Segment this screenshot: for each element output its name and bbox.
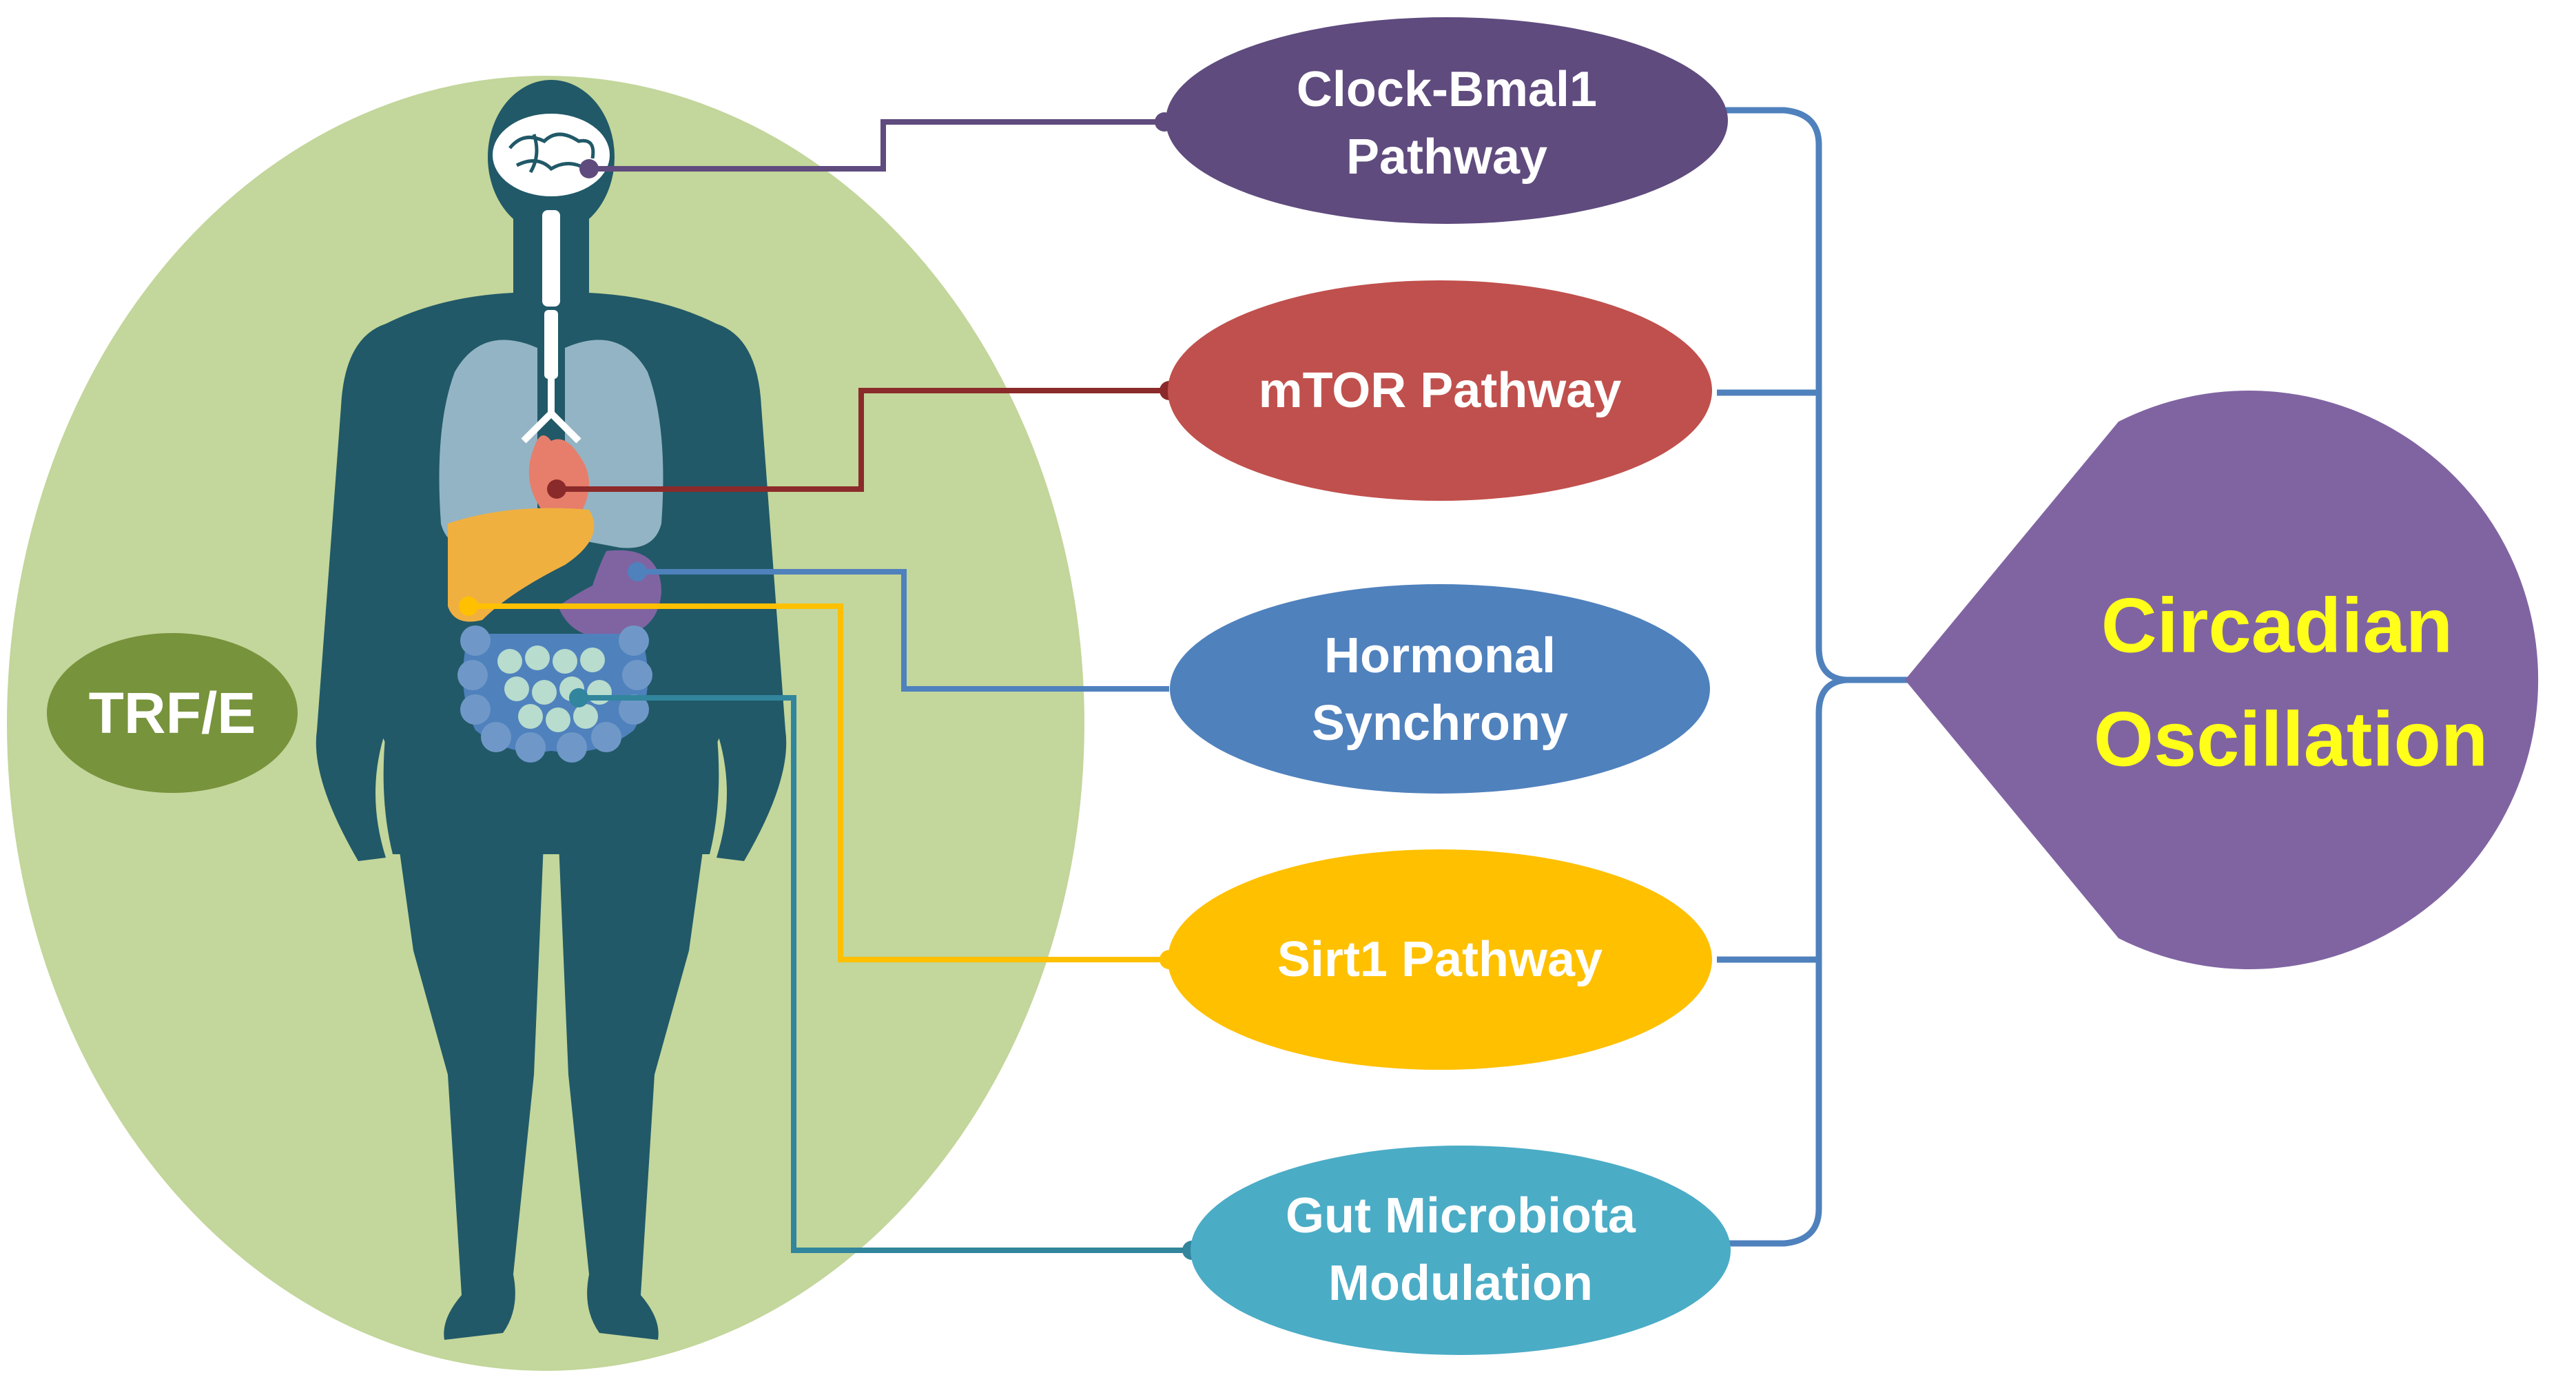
pathway-clock-bmal1: Clock-Bmal1 Pathway (1166, 17, 1728, 224)
circadian-line2: Oscillation (2094, 696, 2489, 783)
circadian-oscillation-node: Circadian Oscillation (1905, 391, 2539, 969)
connector-hormonal (637, 569, 1169, 692)
clock-bmal1-line2: Pathway (1346, 130, 1547, 185)
mtor-label: mTOR Pathway (1259, 363, 1622, 418)
liver-icon (448, 508, 595, 622)
pathway-mtor: mTOR Pathway (1168, 280, 1712, 501)
organ-connectors (468, 119, 1192, 1253)
hormonal-line2: Synchrony (1312, 696, 1568, 751)
lungs-icon (439, 340, 663, 548)
trachea-icon (521, 365, 581, 444)
sirt1-label: Sirt1 Pathway (1277, 932, 1603, 987)
gut-line1: Gut Microbiota (1286, 1188, 1636, 1243)
hormonal-line1: Hormonal (1324, 628, 1556, 683)
clock-bmal1-line1: Clock-Bmal1 (1297, 62, 1597, 117)
pathway-hormonal-synchrony: Hormonal Synchrony (1170, 584, 1710, 794)
connector-gut (579, 695, 1192, 1253)
connector-mtor (557, 388, 1169, 492)
spine-icon (542, 210, 560, 379)
trf-e-label: TRF/E (89, 681, 256, 745)
connector-sirt1 (468, 603, 1169, 962)
pathway-sirt1: Sirt1 Pathway (1168, 849, 1712, 1070)
pathways-bracket (1717, 107, 1912, 1247)
pathway-gut-microbiota: Gut Microbiota Modulation (1191, 1146, 1731, 1355)
brain-icon (493, 114, 610, 196)
gut-line2: Modulation (1328, 1256, 1593, 1311)
circadian-line1: Circadian (2101, 583, 2453, 669)
trf-e-node: TRF/E (47, 633, 298, 793)
connector-clock-bmal1 (589, 119, 1164, 172)
